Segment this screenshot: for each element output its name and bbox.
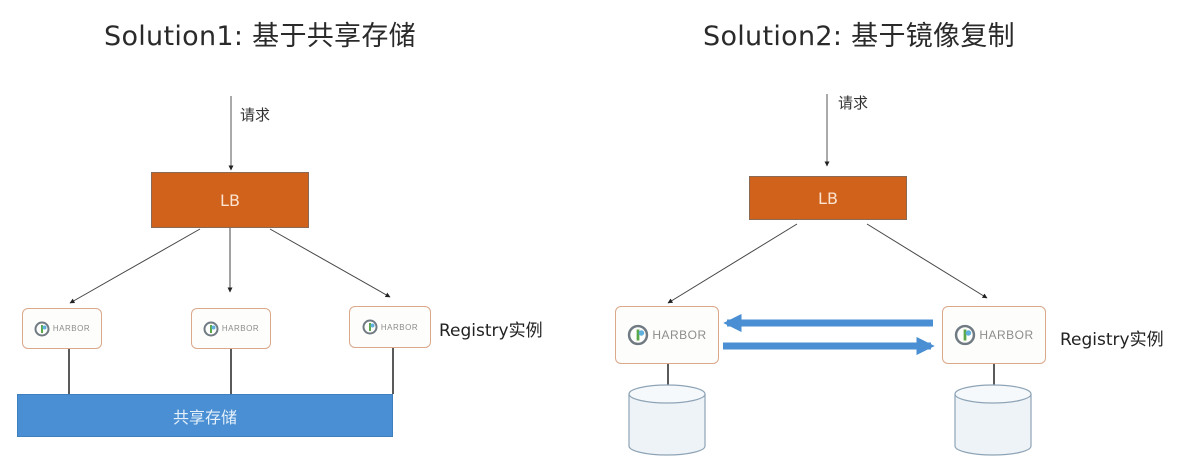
lb-to-harbor-1a (69, 228, 201, 304)
lb-label: LB (220, 190, 240, 210)
harbor-registry-instance: HARBOR (191, 308, 271, 349)
harbor-logo-text: HARBOR (380, 322, 419, 332)
load-balancer: LB (749, 176, 907, 220)
harbor-logo-text: HARBOR (652, 328, 707, 342)
harbor-logo-icon (362, 319, 378, 335)
harbor-logo-icon (203, 321, 219, 336)
harbor-registry-instance: HARBOR (615, 306, 719, 364)
harbor-logo-text: HARBOR (52, 324, 91, 333)
solution1-title: Solution1: 基于共享存储 (104, 21, 416, 52)
harbor-logo-text: HARBOR (221, 324, 260, 333)
lb-to-harbor-1c (269, 228, 391, 298)
registry-instance-caption: Registry实例 (439, 321, 543, 341)
database-disk-icon (628, 384, 706, 456)
harbor-logo-text: HARBOR (979, 328, 1034, 342)
database-disk-icon (954, 384, 1032, 456)
harbor-registry-instance: HARBOR (22, 308, 102, 349)
harbor-logo-icon (34, 321, 50, 336)
harbor-logo-icon (628, 324, 649, 346)
shared-storage: 共享存储 (17, 394, 393, 437)
load-balancer: LB (151, 172, 309, 228)
harbor-registry-instance: HARBOR (942, 306, 1046, 364)
request-label: 请求 (240, 106, 271, 124)
solution2-title: Solution2: 基于镜像复制 (703, 21, 1015, 52)
request-label: 请求 (838, 94, 869, 112)
lb-to-harbor-2b (866, 223, 988, 299)
harbor-registry-instance: HARBOR (349, 306, 431, 348)
lb-label: LB (818, 188, 838, 208)
lb-to-harbor-2a (667, 223, 798, 304)
shared-storage-label: 共享存储 (172, 407, 237, 427)
registry-instance-caption: Registry实例 (1060, 330, 1164, 350)
harbor-logo-icon (955, 324, 976, 346)
